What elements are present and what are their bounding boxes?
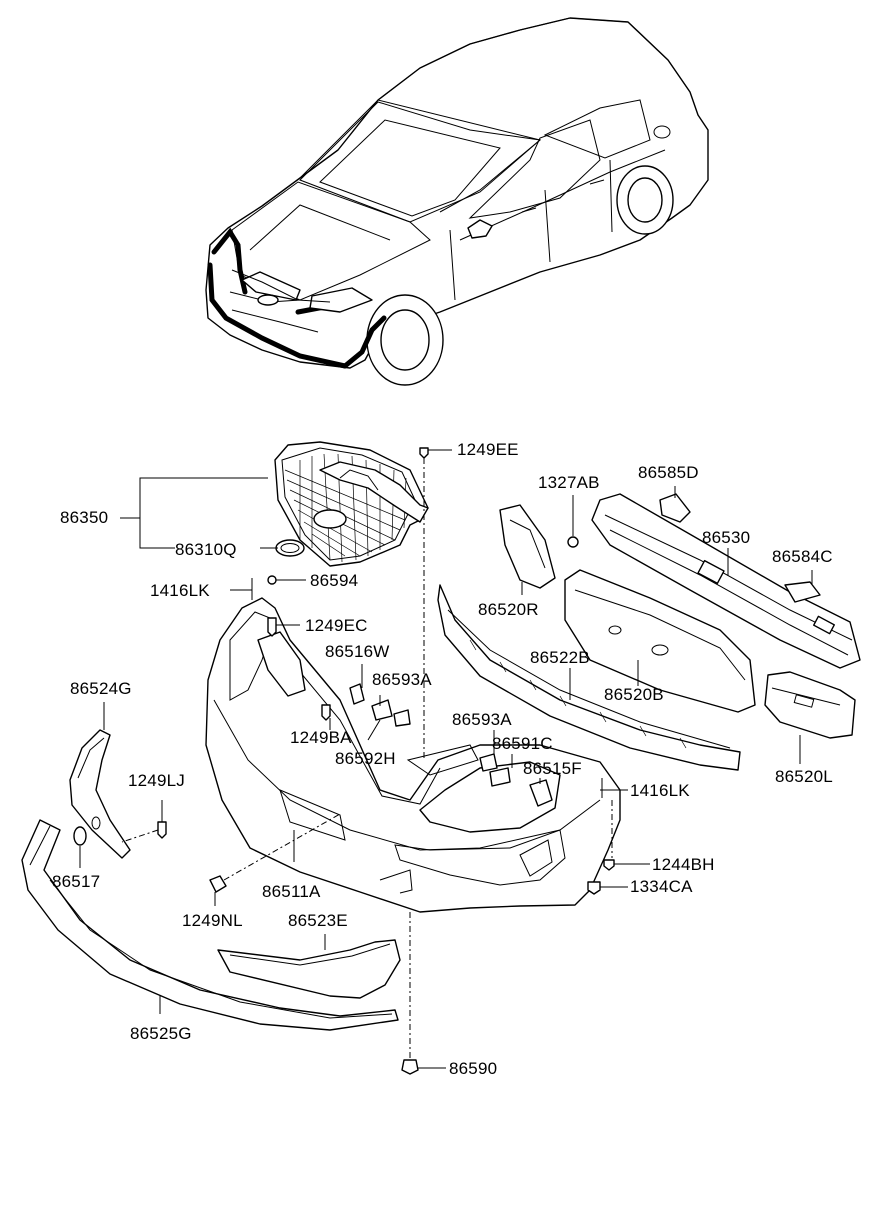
label-86584C: 86584C	[772, 547, 833, 566]
label-1327AB: 1327AB	[538, 473, 600, 492]
label-86517: 86517	[52, 872, 101, 891]
leader-lines	[79, 449, 813, 1069]
label-1244BH: 1244BH	[652, 855, 715, 874]
label-86585D: 86585D	[638, 463, 699, 482]
label-86350: 86350	[60, 508, 109, 527]
label-86592H: 86592H	[335, 749, 396, 768]
label-86523E: 86523E	[288, 911, 348, 930]
bracket-left	[764, 671, 856, 739]
lower-molding	[21, 819, 399, 1031]
bumper-cover	[205, 597, 621, 913]
label-86594: 86594	[310, 571, 359, 590]
label-86515F: 86515F	[523, 759, 582, 778]
label-86593A-upper: 86593A	[372, 670, 432, 689]
grille-garnish	[217, 939, 401, 999]
label-86520L: 86520L	[775, 767, 833, 786]
label-86520R: 86520R	[478, 600, 539, 619]
label-1416LK-top: 1416LK	[150, 581, 210, 600]
energy-absorber	[564, 569, 756, 713]
label-86310Q: 86310Q	[175, 540, 237, 559]
bracket-right	[499, 504, 556, 589]
label-86511A: 86511A	[262, 882, 321, 901]
label-86590: 86590	[449, 1059, 498, 1078]
emblem	[275, 539, 305, 557]
bumper-beam	[591, 493, 861, 669]
label-1249BA: 1249BA	[290, 728, 352, 747]
lower-lip	[437, 584, 741, 771]
label-86520B: 86520B	[604, 685, 664, 704]
label-86530: 86530	[702, 528, 751, 547]
radiator-grille	[274, 441, 429, 567]
label-86522B: 86522B	[530, 648, 590, 667]
label-86593A-lower: 86593A	[452, 710, 512, 729]
label-1249LJ: 1249LJ	[128, 771, 185, 790]
label-86516W: 86516W	[325, 642, 390, 661]
label-1249EE: 1249EE	[457, 440, 519, 459]
label-1334CA: 1334CA	[630, 877, 693, 896]
label-86525G: 86525G	[130, 1024, 192, 1043]
label-86591C: 86591C	[492, 734, 553, 753]
label-1416LK-side: 1416LK	[630, 781, 690, 800]
car-illustration	[205, 17, 709, 386]
label-1249EC: 1249EC	[305, 616, 368, 635]
label-86524G: 86524G	[70, 679, 132, 698]
label-1249NL: 1249NL	[182, 911, 243, 930]
